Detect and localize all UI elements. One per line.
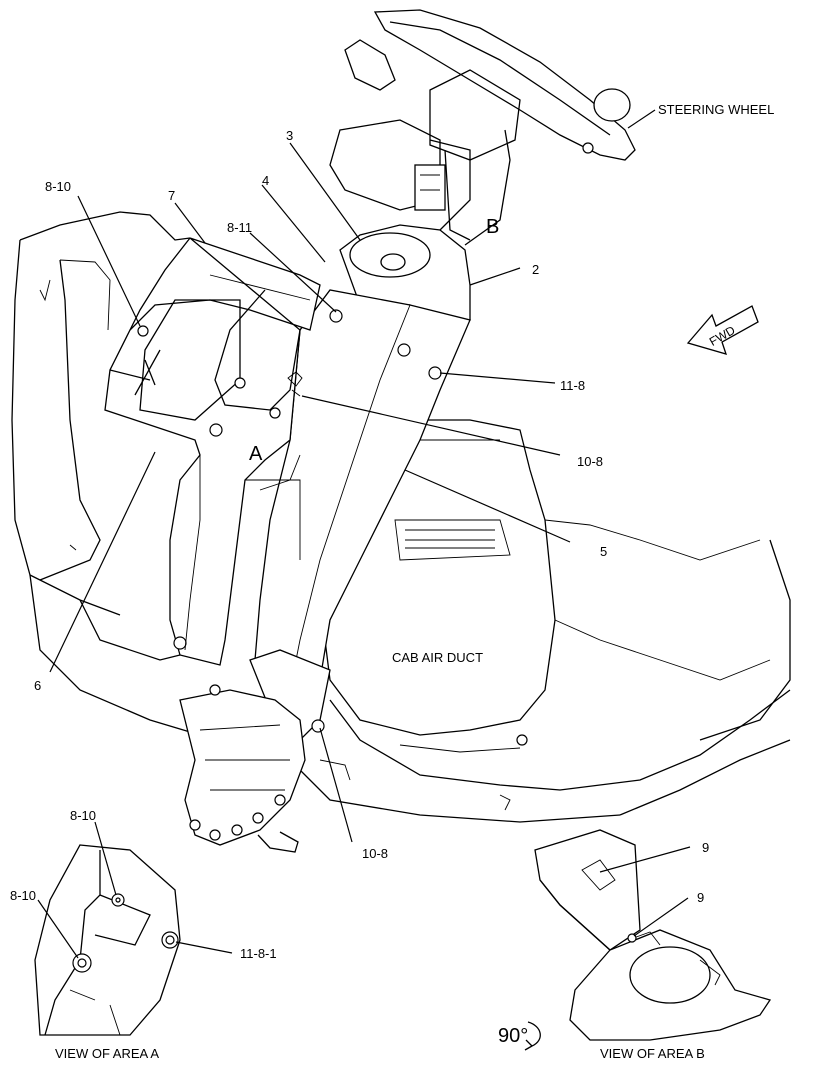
callout-11-8: 11-8 — [560, 378, 585, 393]
callout-8-10-view-a-lower: 8-10 — [10, 888, 36, 903]
rotation-label: 90° — [498, 1025, 528, 1047]
callout-5: 5 — [600, 544, 607, 559]
area-b-marker: B — [486, 216, 499, 238]
callout-10-8-lower: 10-8 — [362, 846, 388, 861]
callout-6: 6 — [34, 678, 41, 693]
leader-lines — [37, 109, 691, 959]
callout-8-11: 8-11 — [227, 220, 252, 235]
callout-11-8-1: 11-8-1 — [240, 946, 277, 961]
callout-7: 7 — [168, 188, 175, 203]
callout-8-10-view-a-upper: 8-10 — [70, 808, 96, 823]
view-b-caption: VIEW OF AREA B — [600, 1046, 705, 1061]
callout-3: 3 — [286, 128, 293, 143]
cab-floor-outline — [11, 211, 791, 823]
callout-9-lower: 9 — [697, 890, 704, 905]
view-a-inset — [34, 844, 181, 1036]
clip-icon — [287, 371, 303, 397]
steering-column — [249, 224, 471, 741]
view-b-inset — [534, 829, 772, 1041]
cab-air-duct-label: CAB AIR DUCT — [392, 650, 483, 665]
callout-2: 2 — [532, 262, 539, 277]
callout-9-upper: 9 — [702, 840, 709, 855]
callout-8-10-main: 8-10 — [45, 179, 71, 194]
callout-4: 4 — [262, 173, 269, 188]
callout-10-8-main: 10-8 — [577, 454, 603, 469]
area-a-marker: A — [249, 443, 263, 465]
steering-wheel — [329, 9, 636, 246]
lower-mechanism — [179, 684, 351, 853]
steering-wheel-label: STEERING WHEEL — [658, 102, 774, 117]
rotation-arrow-icon — [524, 1021, 541, 1051]
cover-panels — [104, 237, 343, 666]
view-a-caption: VIEW OF AREA A — [55, 1046, 159, 1061]
fwd-arrow: FWD — [686, 305, 759, 355]
